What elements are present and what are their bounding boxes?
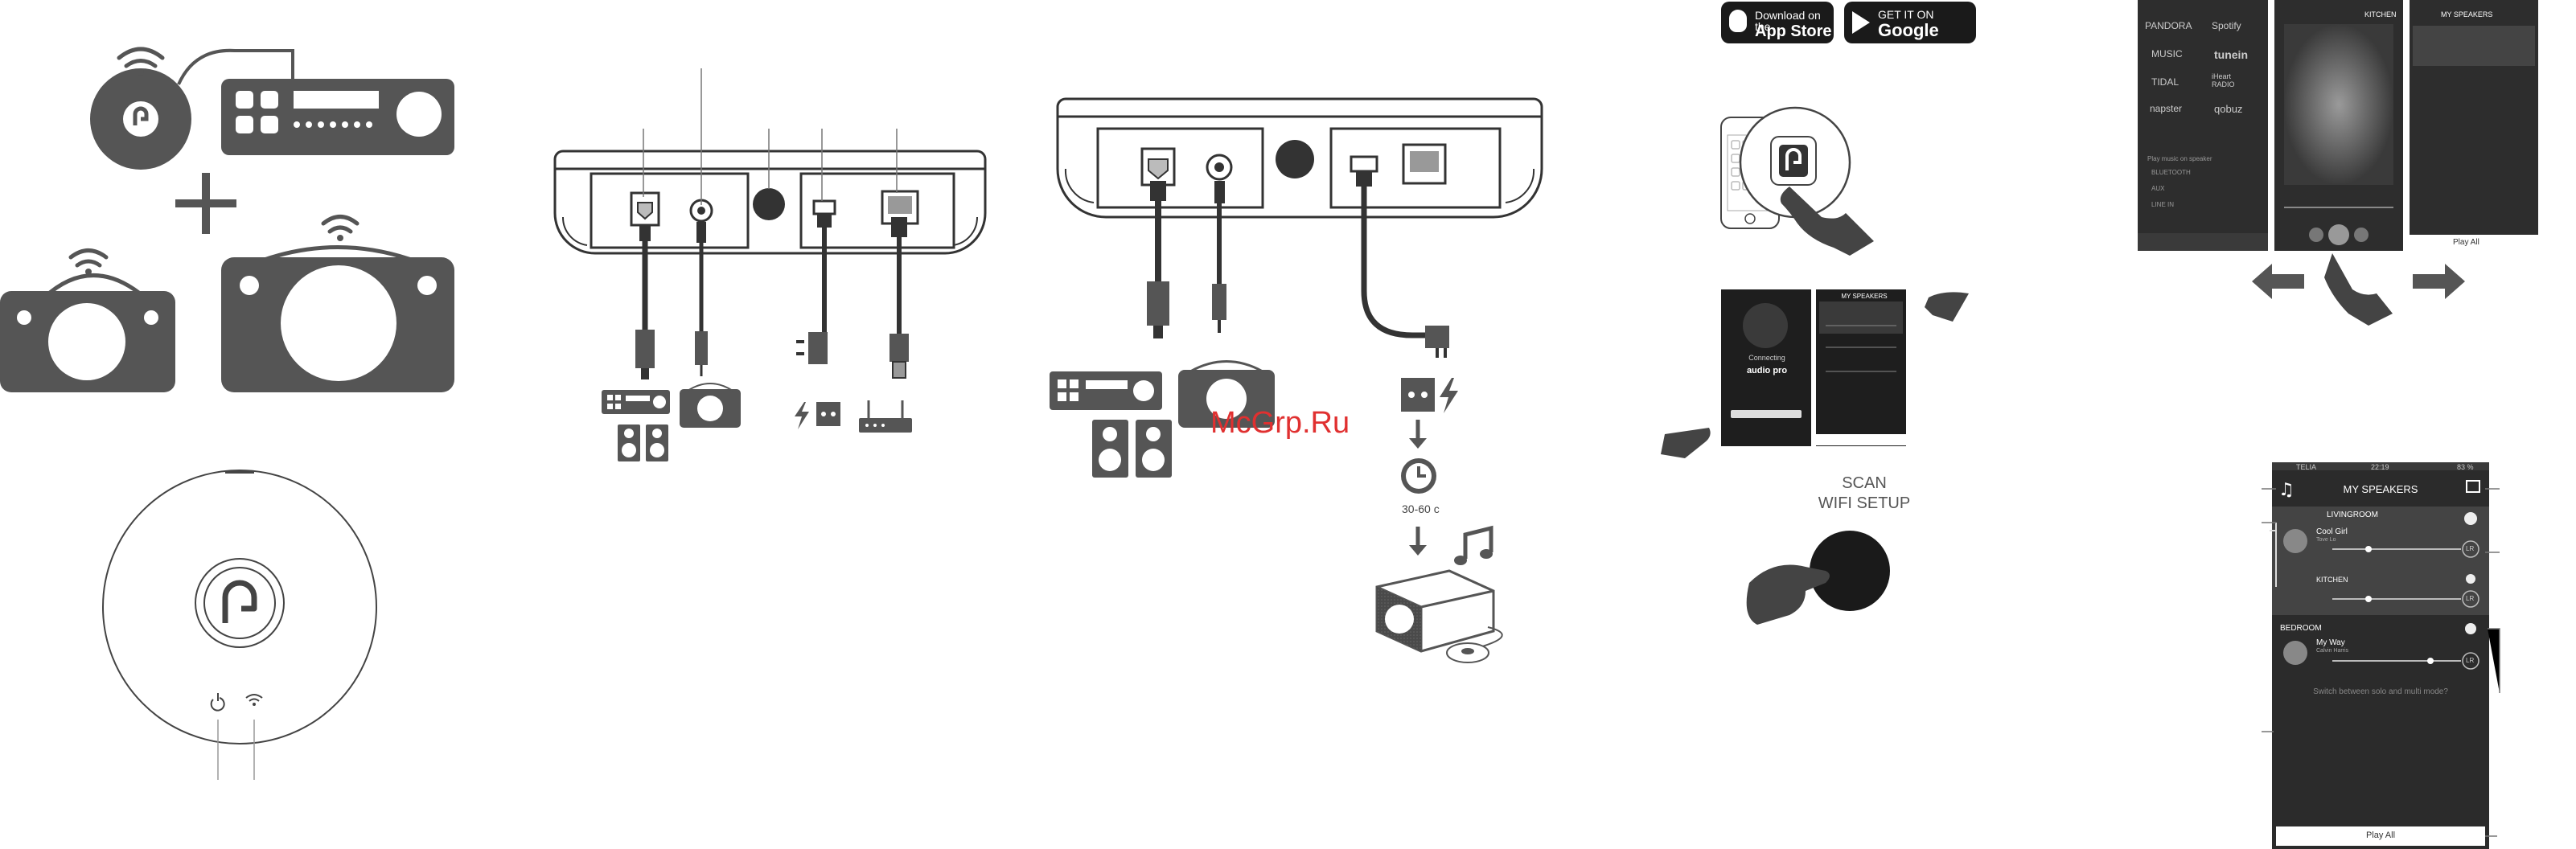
- room-bedroom[interactable]: BEDROOM: [2280, 624, 2322, 633]
- artist-bedroom: Calvin Harris: [2316, 648, 2349, 654]
- apple-icon: [1729, 10, 1747, 32]
- music-note-icon: [1454, 525, 1493, 565]
- room-livingroom[interactable]: LIVINGROOM: [2327, 511, 2378, 519]
- status-time: 22:19: [2371, 463, 2389, 471]
- swipe-right-arrow: [2413, 264, 2465, 299]
- brand-text: audio pro: [1746, 366, 1788, 375]
- lr-button-1[interactable]: LR: [2466, 545, 2475, 552]
- passive-speakers-icon-2: [1092, 420, 1172, 478]
- google-play-big-text: Google Play: [1878, 20, 1939, 61]
- service-footer: Play music on speaker: [2147, 155, 2212, 162]
- room-kitchen[interactable]: KITCHEN: [2316, 576, 2348, 584]
- tapping-hand-3: [1661, 428, 1711, 458]
- down-arrow-1: [1409, 420, 1427, 449]
- play-icon: [1852, 11, 1870, 34]
- clock-icon: [1401, 458, 1436, 494]
- speakers-phone: [2410, 0, 2538, 251]
- service-tunein[interactable]: tunein: [2214, 48, 2248, 61]
- scan-button-icon: [1810, 531, 1890, 611]
- play-all-button[interactable]: Play All: [2365, 831, 2396, 840]
- wifi-led-icon: [245, 694, 263, 706]
- google-play-badge[interactable]: GET IT ON Google Play: [1844, 2, 1976, 61]
- rear-panel-2: [1056, 97, 1543, 219]
- link-device-icon: [90, 47, 191, 170]
- rear-panel-1-cables: [635, 213, 909, 379]
- port-callout-lines: [643, 68, 898, 205]
- small-speaker-icon: [0, 248, 175, 392]
- track-livingroom: Cool Girl: [2316, 527, 2348, 536]
- speaker-list-icon[interactable]: [2466, 480, 2480, 493]
- service-pandora[interactable]: PANDORA: [2145, 20, 2192, 31]
- speaker-3d-icon: [1375, 569, 1503, 663]
- status-carrier: TELIA: [2296, 463, 2317, 471]
- service-tidal[interactable]: TIDAL: [2151, 76, 2180, 88]
- setup-phone-2: [1816, 289, 1906, 446]
- app-store-badge[interactable]: Download on the App Store: [1721, 2, 1834, 43]
- service-spotify[interactable]: Spotify: [2212, 20, 2241, 31]
- link-cable: [177, 48, 294, 85]
- stereo-receiver-icon: [221, 79, 454, 155]
- app-store-small-text: Download on the: [1755, 9, 1821, 33]
- tapping-hand-1: [1780, 187, 1874, 256]
- app-store-big-text: App Store: [1755, 23, 1832, 40]
- aux-row[interactable]: AUX: [2151, 185, 2165, 192]
- wifi-setup-label: WIFI SETUP: [1818, 494, 1911, 512]
- source-stereo-icon-2: [1050, 371, 1162, 410]
- switch-mode-text[interactable]: Switch between solo and multi mode?: [2313, 687, 2448, 696]
- power-icon-2: [1401, 378, 1458, 413]
- swipe-left-arrow: [2252, 264, 2304, 299]
- services-phone: [2138, 0, 2268, 251]
- router-icon: [859, 400, 912, 433]
- large-speaker-icon: [221, 215, 454, 392]
- power-led-icon: [210, 693, 225, 712]
- source-speaker-icon-2: [1178, 360, 1275, 428]
- google-play-small-text: GET IT ON: [1878, 8, 1934, 21]
- lr-button-3[interactable]: LR: [2466, 657, 2475, 664]
- player-phone: [2274, 0, 2403, 251]
- connecting-text: Connecting: [1748, 354, 1785, 362]
- watermark: McGrp.Ru: [1210, 406, 1350, 440]
- small-play-all[interactable]: Play All: [2453, 238, 2479, 247]
- scan-label: SCAN: [1842, 474, 1887, 492]
- tapping-hand-2: [1925, 292, 1969, 322]
- down-arrow-2: [1409, 527, 1427, 556]
- music-nav-icon[interactable]: ♫: [2278, 480, 2295, 500]
- power-source-icon: [795, 402, 840, 429]
- rear-panel-2-cables: [1147, 170, 1449, 358]
- swipe-hand: [2324, 253, 2393, 326]
- track-bedroom: My Way: [2316, 638, 2345, 647]
- lr-button-2[interactable]: LR: [2466, 595, 2475, 602]
- line-in-row[interactable]: LINE IN: [2151, 201, 2175, 208]
- rear-panel-1: [553, 150, 987, 255]
- setup-phone-1: [1721, 289, 1811, 446]
- status-battery: 83 %: [2457, 463, 2474, 471]
- plus-icon: [175, 173, 236, 234]
- speakers-title: MY SPEAKERS: [2343, 483, 2418, 495]
- boot-time-label: 30-60 с: [1402, 502, 1440, 515]
- bluetooth-row[interactable]: BLUETOOTH: [2151, 169, 2191, 176]
- service-napster[interactable]: napster: [2150, 103, 2183, 114]
- service-qobuz[interactable]: qobuz: [2214, 103, 2243, 115]
- source-speaker-icon: [680, 383, 741, 428]
- small-speakers-title: MY SPEAKERS: [2441, 10, 2493, 18]
- service-iheart[interactable]: iHeart RADIO: [2212, 72, 2235, 88]
- pressing-hand: [1746, 564, 1830, 625]
- artist-livingroom: Tove Lo: [2316, 537, 2336, 543]
- passive-speakers-icon: [618, 424, 668, 461]
- big-speakers-phone: [2270, 462, 2489, 849]
- led-callout-lines: [217, 720, 255, 780]
- link-top-view: [102, 470, 377, 744]
- big-phone-callouts: [2262, 488, 2500, 837]
- app-zoom-icon: [1739, 106, 1851, 219]
- setup-header-text: MY SPEAKERS: [1841, 293, 1888, 300]
- source-stereo-icon: [602, 390, 670, 414]
- player-header: KITCHEN: [2364, 10, 2397, 18]
- service-music[interactable]: MUSIC: [2151, 48, 2183, 59]
